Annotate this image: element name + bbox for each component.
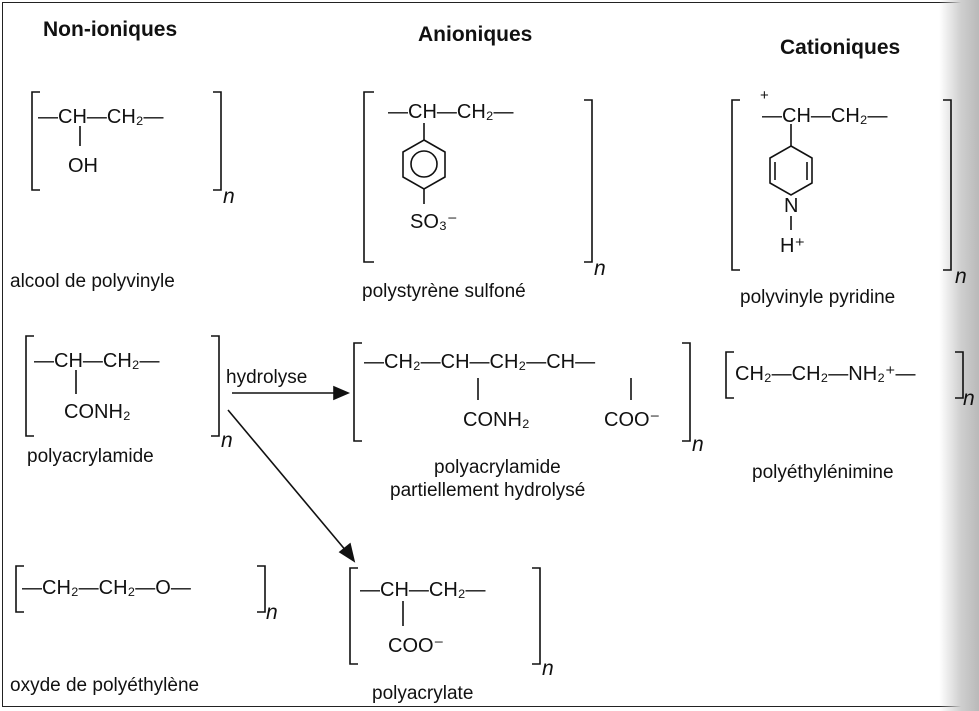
- peo-bracket-left: [15, 565, 24, 613]
- peo-n-subscript: n: [266, 601, 278, 624]
- pva-bracket-right: [213, 91, 222, 191]
- hydrolysis-arrowhead: [333, 385, 351, 401]
- pvp-caption: polyvinyle pyridine: [740, 287, 896, 308]
- hpam-substituent-1: CONH₂: [463, 409, 530, 431]
- hpam-bracket-right: [682, 342, 691, 442]
- pa-bracket-left: [349, 567, 358, 665]
- pam-bracket-left: [25, 335, 34, 437]
- pei-bracket-right: [955, 351, 964, 399]
- pss-ring-circle: [410, 150, 438, 178]
- pam-bracket-right: [211, 335, 220, 437]
- pei-n-subscript: n: [963, 387, 975, 410]
- hpam-n-subscript: n: [692, 433, 704, 456]
- pva-bracket-left: [31, 91, 40, 191]
- header-cationic: Cationiques: [780, 36, 901, 59]
- hydrolysis-label: hydrolyse: [226, 367, 308, 388]
- pa-caption: polyacrylate: [372, 683, 474, 704]
- pss-caption: polystyrène sulfoné: [362, 281, 526, 302]
- pam-substituent: CONH₂: [64, 401, 131, 423]
- hpam-bracket-left: [353, 342, 362, 442]
- pvp-charge: +: [760, 87, 769, 104]
- pss-bracket-right: [584, 99, 593, 263]
- pam-caption: polyacrylamide: [27, 446, 154, 467]
- peo-caption: oxyde de polyéthylène: [10, 675, 200, 696]
- scan-edge-shadow: [939, 0, 979, 711]
- pam-n-subscript: n: [221, 429, 233, 452]
- pa-substituent: COO⁻: [388, 635, 445, 657]
- pei-caption: polyéthylénimine: [752, 462, 894, 483]
- pss-n-subscript: n: [594, 257, 606, 280]
- peo-formula: —CH₂—CH₂—O—: [22, 577, 191, 599]
- pa-n-subscript: n: [542, 657, 554, 680]
- header-anionic: Anioniques: [418, 23, 533, 46]
- hpam-caption-line1: polyacrylamide: [434, 457, 561, 478]
- pvp-h-plus: H⁺: [780, 235, 805, 257]
- pa-backbone: —CH—CH₂—: [360, 579, 486, 601]
- diagonal-arrow-line: [227, 409, 348, 553]
- pei-bracket-left: [725, 351, 734, 399]
- pva-n-subscript: n: [223, 185, 235, 208]
- pei-formula: CH₂—CH₂—NH₂⁺—: [735, 363, 916, 385]
- pss-bracket-left: [363, 91, 374, 263]
- pva-substituent: OH: [68, 155, 98, 177]
- header-non-ionic: Non-ioniques: [43, 18, 178, 41]
- pvp-pyridine-ring: [769, 145, 813, 196]
- pss-backbone: —CH—CH₂—: [388, 101, 514, 123]
- pa-bracket-right: [532, 567, 541, 665]
- pva-caption: alcool de polyvinyle: [10, 271, 175, 292]
- pvp-bracket-right: [943, 99, 952, 271]
- pvp-bracket-left: [731, 99, 740, 271]
- hpam-substituent-2: COO⁻: [604, 409, 661, 431]
- pva-backbone: —CH—CH₂—: [38, 106, 164, 128]
- peo-bracket-right: [257, 565, 266, 613]
- hpam-backbone: —CH₂—CH—CH₂—CH—: [364, 351, 596, 373]
- pss-benzene-ring: [402, 139, 446, 190]
- pss-substituent: SO₃⁻: [410, 211, 458, 233]
- pvp-n-subscript: n: [955, 265, 967, 288]
- diagonal-arrowhead: [338, 542, 356, 563]
- hpam-caption-line2: partiellement hydrolysé: [390, 480, 586, 501]
- pvp-backbone: —CH—CH₂—: [762, 105, 888, 127]
- pvp-n-atom: N: [784, 195, 799, 217]
- pam-backbone: —CH—CH₂—: [34, 350, 160, 372]
